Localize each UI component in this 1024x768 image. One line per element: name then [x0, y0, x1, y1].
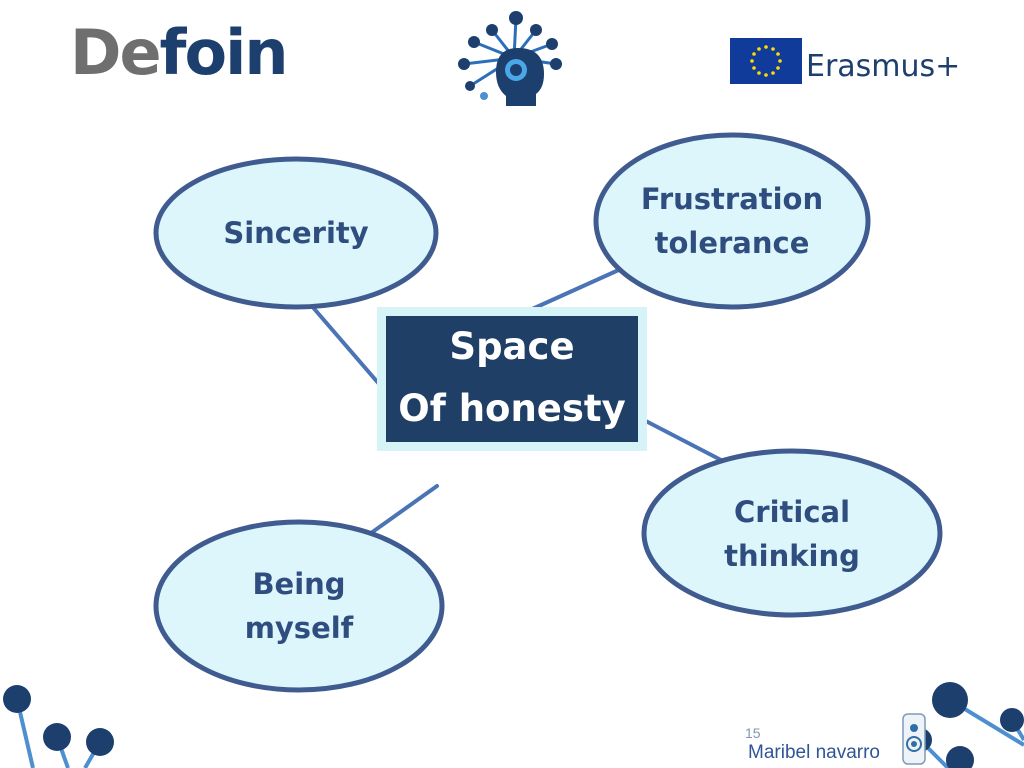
- bubble-critical-thinking: [641, 448, 943, 618]
- bubble-frustration-tolerance: [593, 132, 871, 310]
- bubble-sincerity: [153, 156, 439, 310]
- eu-flag-icon: [730, 38, 802, 84]
- node-label-line: Sincerity: [223, 216, 369, 250]
- defoin-logo: Defoin: [70, 22, 288, 84]
- node-label-line: Frustration: [640, 182, 824, 216]
- brain-network-logo: [458, 11, 562, 106]
- node-label-critical-thinking: Critical thinking: [644, 490, 940, 578]
- node-label-line: myself: [244, 611, 354, 645]
- author-name: Maribel navarro: [748, 742, 880, 763]
- defoin-logo-part1: De: [70, 16, 162, 89]
- node-label-line: Critical: [733, 495, 851, 529]
- bubble-being-myself: [153, 519, 445, 693]
- center-label-line2: Of honesty: [398, 387, 626, 430]
- node-label-frustration-tolerance: Frustration tolerance: [596, 177, 868, 265]
- node-label-line: tolerance: [654, 226, 810, 260]
- center-box: [386, 316, 638, 442]
- center-label-line1: Space: [449, 325, 575, 368]
- center-label: Space Of honesty: [386, 316, 638, 442]
- node-label-sincerity: Sincerity: [156, 211, 436, 255]
- erasmus-logo-text: Erasmus+: [806, 49, 961, 84]
- page-number: 15: [745, 725, 761, 741]
- node-label-line: thinking: [724, 539, 860, 573]
- connector-frustration-tolerance: [528, 262, 634, 312]
- node-label-being-myself: Being myself: [156, 562, 442, 650]
- node-label-line: Being: [252, 567, 346, 601]
- author-emblem-icon: [902, 713, 926, 765]
- defoin-logo-part2: foin: [159, 16, 289, 89]
- decor-network-bottom-left: [3, 685, 114, 768]
